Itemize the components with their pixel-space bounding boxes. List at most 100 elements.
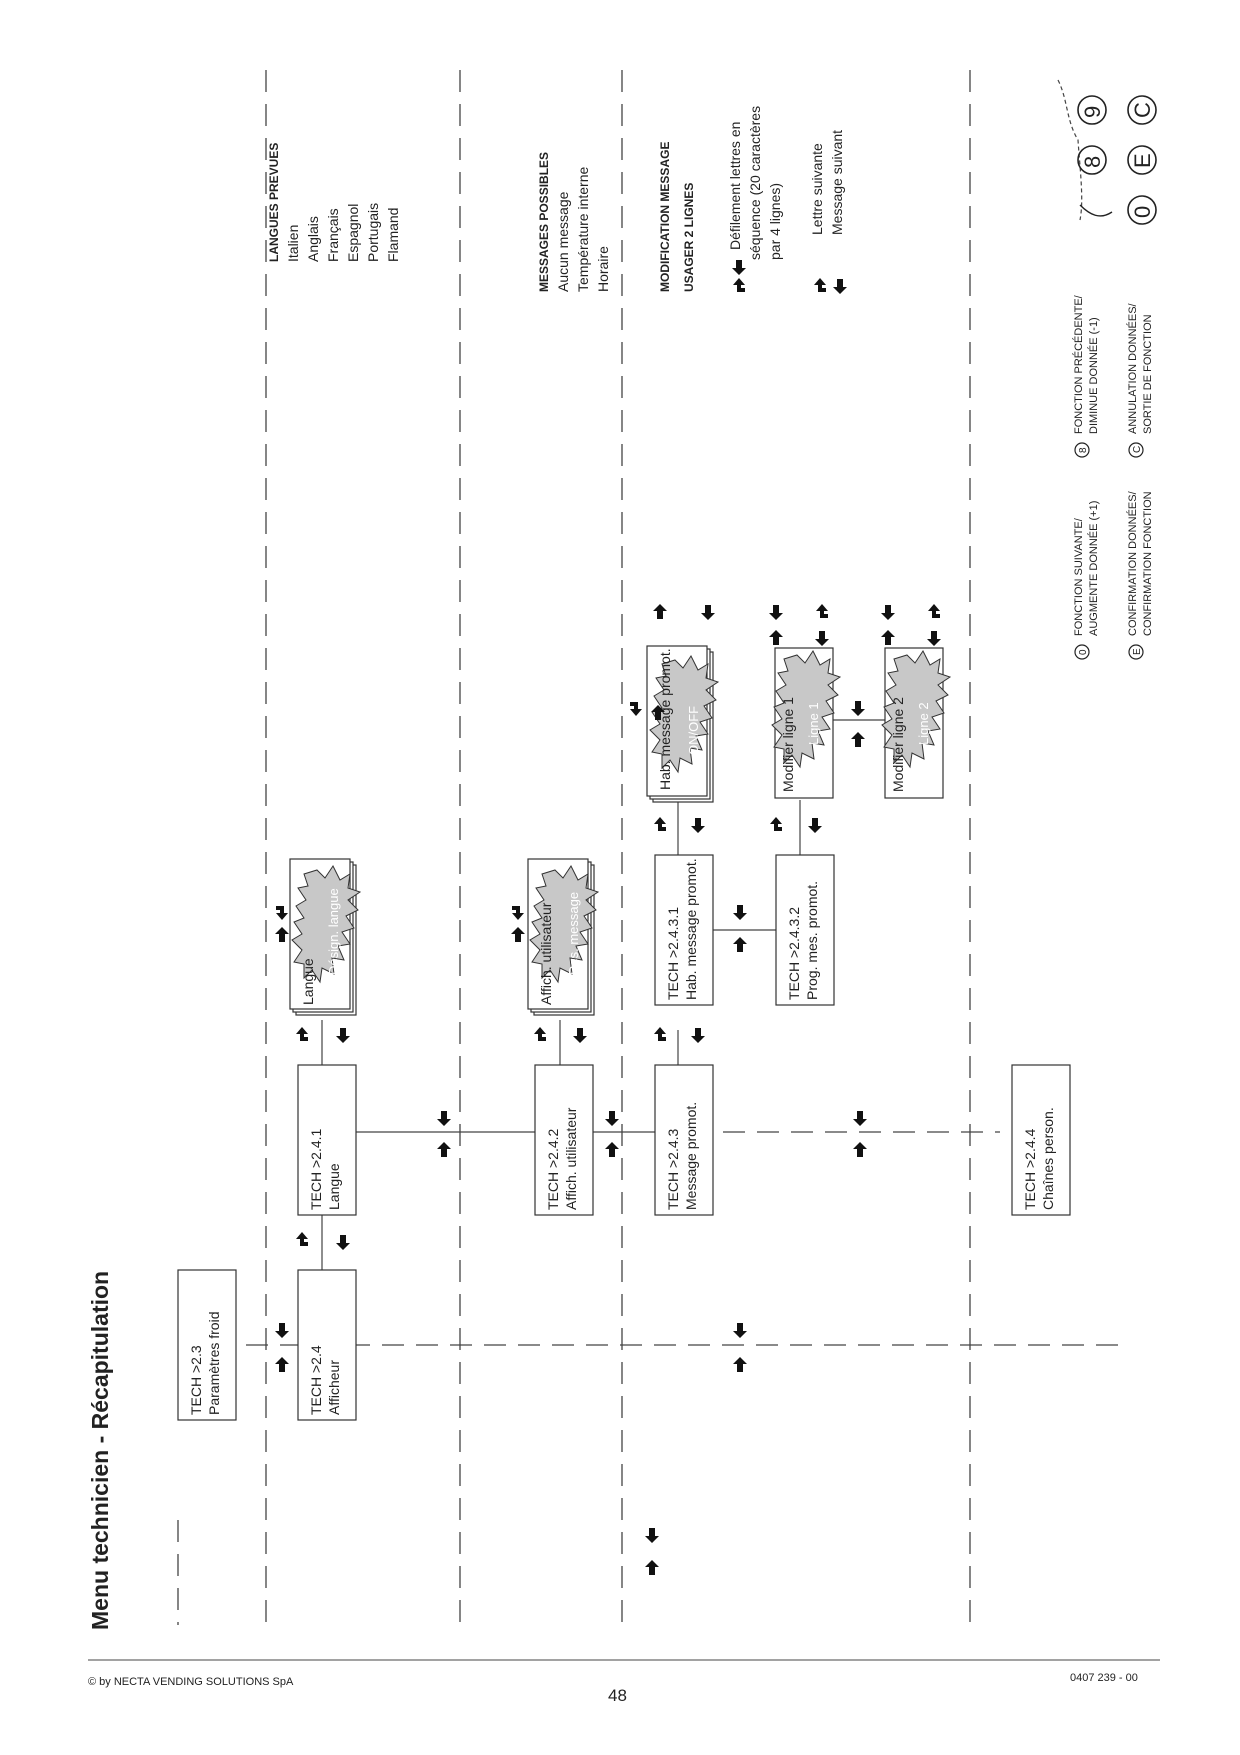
arrow-icon — [769, 630, 783, 645]
legend-key-e-icon: E — [1128, 644, 1144, 660]
burst-box-langue[interactable]: Langue Désign. langue — [289, 858, 362, 1016]
svg-text:séquence (20 caractères: séquence (20 caractères — [747, 106, 763, 260]
arrow-icon — [770, 817, 782, 831]
burst-box-hab[interactable]: Hab. message promot. ON/OFF — [646, 645, 720, 803]
svg-text:Portugais: Portugais — [365, 203, 381, 262]
svg-text:LANGUES PREVUES: LANGUES PREVUES — [267, 143, 281, 262]
svg-text:Prog. mes. promot.: Prog. mes. promot. — [804, 881, 820, 1000]
arrow-icon — [630, 702, 642, 716]
key-9-icon: 9 — [1077, 95, 1107, 125]
footer-docref: 0407 239 - 00 — [1070, 1672, 1138, 1684]
legend-key-8-icon: 8 — [1074, 442, 1090, 458]
svg-text:Défilement lettres en: Défilement lettres en — [727, 122, 743, 250]
svg-text:E: E — [1130, 153, 1155, 168]
svg-text:TECH >2.4.3.2: TECH >2.4.3.2 — [786, 907, 802, 1000]
svg-text:Affich. utilisateur: Affich. utilisateur — [563, 1107, 579, 1210]
page-number: 48 — [608, 1686, 627, 1705]
key-0-icon: 0 — [1127, 195, 1157, 225]
arrow-icon — [653, 604, 667, 619]
arrow-icon — [928, 604, 940, 618]
svg-text:FONCTION SUIVANTE/: FONCTION SUIVANTE/ — [1073, 517, 1085, 636]
svg-text:AUGMENTE DONNÉE (+1): AUGMENTE DONNÉE (+1) — [1087, 501, 1100, 636]
svg-text:9: 9 — [1080, 106, 1105, 118]
arrow-icon — [654, 1027, 666, 1041]
arrow-icon — [534, 1027, 546, 1041]
box-tech-2-3[interactable]: TECH >2.3 Paramètres froid — [177, 1269, 237, 1421]
burst-box-ligne1[interactable]: Modifier ligne 1 Ligne 1 — [771, 647, 842, 799]
box-tech-2-4-3-2[interactable]: TECH >2.4.3.2 Prog. mes. promot. — [775, 854, 835, 1006]
arrow-icon — [733, 905, 747, 920]
arrow-icon — [853, 1142, 867, 1157]
arrow-icon — [816, 604, 828, 618]
svg-text:Ligne 2: Ligne 2 — [916, 702, 931, 745]
keypad-illustration: 8 9 0 E C — [1057, 79, 1157, 225]
arrow-icon — [851, 701, 865, 716]
arrow-icon — [927, 631, 941, 646]
arrow-icon — [605, 1111, 619, 1126]
page-title: Menu technicien - Récapitulation — [87, 1271, 113, 1630]
arrow-icon — [701, 605, 715, 620]
box-tech-2-4-2[interactable]: TECH >2.4.2 Affich. utilisateur — [534, 1064, 594, 1216]
burst-box-affich[interactable]: Affich. utilisateur Des. message — [527, 858, 600, 1016]
legend-key-0-icon: 0 — [1074, 644, 1090, 660]
key-8-icon: 8 — [1077, 145, 1107, 175]
svg-text:Espagnol: Espagnol — [345, 204, 361, 262]
svg-text:TECH >2.4.3.1: TECH >2.4.3.1 — [665, 907, 681, 1000]
svg-text:Ligne 1: Ligne 1 — [806, 702, 821, 745]
svg-text:TECH >2.4.1: TECH >2.4.1 — [308, 1128, 324, 1210]
arrow-icon — [275, 1323, 289, 1338]
arrow-icon — [691, 1028, 705, 1043]
svg-text:CONFIRMATION FONCTION: CONFIRMATION FONCTION — [1142, 491, 1154, 636]
svg-text:Affich. utilisateur: Affich. utilisateur — [538, 902, 554, 1005]
arrow-icon — [654, 817, 666, 831]
box-tech-2-4-3[interactable]: TECH >2.4.3 Message promot. — [654, 1064, 714, 1216]
arrow-icon — [511, 927, 525, 942]
svg-text:8: 8 — [1078, 447, 1089, 453]
svg-text:Lettre suivante: Lettre suivante — [809, 143, 825, 235]
svg-text:TECH >2.4.4: TECH >2.4.4 — [1022, 1128, 1038, 1210]
svg-text:TECH >2.4: TECH >2.4 — [308, 1345, 324, 1415]
burst-box-ligne2[interactable]: Modifier ligne 2 Ligne 2 — [881, 647, 952, 799]
arrow-icon — [853, 1111, 867, 1126]
box-tech-2-4-4[interactable]: TECH >2.4.4 Chaînes person. — [1011, 1064, 1071, 1216]
svg-text:Aucun message: Aucun message — [555, 191, 571, 292]
arrow-icon — [645, 1560, 659, 1575]
svg-text:MODIFICATION MESSAGE: MODIFICATION MESSAGE — [658, 142, 672, 292]
arrow-icon — [769, 605, 783, 620]
arrow-icon — [833, 279, 847, 294]
arrow-icon — [275, 1357, 289, 1372]
svg-text:TECH >2.4.3: TECH >2.4.3 — [665, 1128, 681, 1210]
arrow-icon — [296, 1232, 308, 1246]
legend-key-c-icon: C — [1128, 442, 1144, 458]
messages-list: MESSAGES POSSIBLES Aucun message Tempéra… — [537, 152, 611, 292]
svg-text:Désign. langue: Désign. langue — [326, 888, 341, 975]
svg-text:DIMINUE DONNÉE (-1): DIMINUE DONNÉE (-1) — [1087, 317, 1100, 434]
svg-text:Italien: Italien — [285, 225, 301, 262]
key-c-icon: C — [1127, 95, 1157, 125]
arrow-icon — [645, 1528, 659, 1543]
svg-text:MESSAGES POSSIBLES: MESSAGES POSSIBLES — [537, 152, 551, 292]
arrow-icon — [336, 1235, 350, 1250]
box-tech-2-4-1[interactable]: TECH >2.4.1 Langue — [297, 1064, 357, 1216]
svg-text:Message suivant: Message suivant — [829, 130, 845, 235]
box-tech-2-4[interactable]: TECH >2.4 Afficheur — [297, 1269, 357, 1421]
svg-text:par 4 lignes): par 4 lignes) — [767, 183, 783, 260]
arrow-icon — [732, 260, 746, 275]
arrow-icon — [573, 1028, 587, 1043]
svg-text:ANNULATION DONNÉES/: ANNULATION DONNÉES/ — [1126, 302, 1139, 434]
arrow-icon — [276, 906, 288, 920]
box-tech-2-4-3-1[interactable]: TECH >2.4.3.1 Hab. message promot. — [654, 854, 714, 1006]
svg-text:Flamand: Flamand — [385, 208, 401, 262]
key-e-icon: E — [1127, 145, 1157, 175]
arrow-icon — [512, 906, 524, 920]
svg-text:Horaire: Horaire — [595, 246, 611, 292]
arrow-icon — [733, 1357, 747, 1372]
arrow-icon — [733, 1323, 747, 1338]
svg-text:Modifier ligne 2: Modifier ligne 2 — [890, 697, 906, 792]
svg-text:TECH >2.4.2: TECH >2.4.2 — [545, 1128, 561, 1210]
svg-text:C: C — [1130, 102, 1155, 118]
svg-text:E: E — [1132, 648, 1143, 655]
svg-text:Afficheur: Afficheur — [326, 1360, 342, 1415]
svg-text:Chaînes person.: Chaînes person. — [1040, 1107, 1056, 1210]
